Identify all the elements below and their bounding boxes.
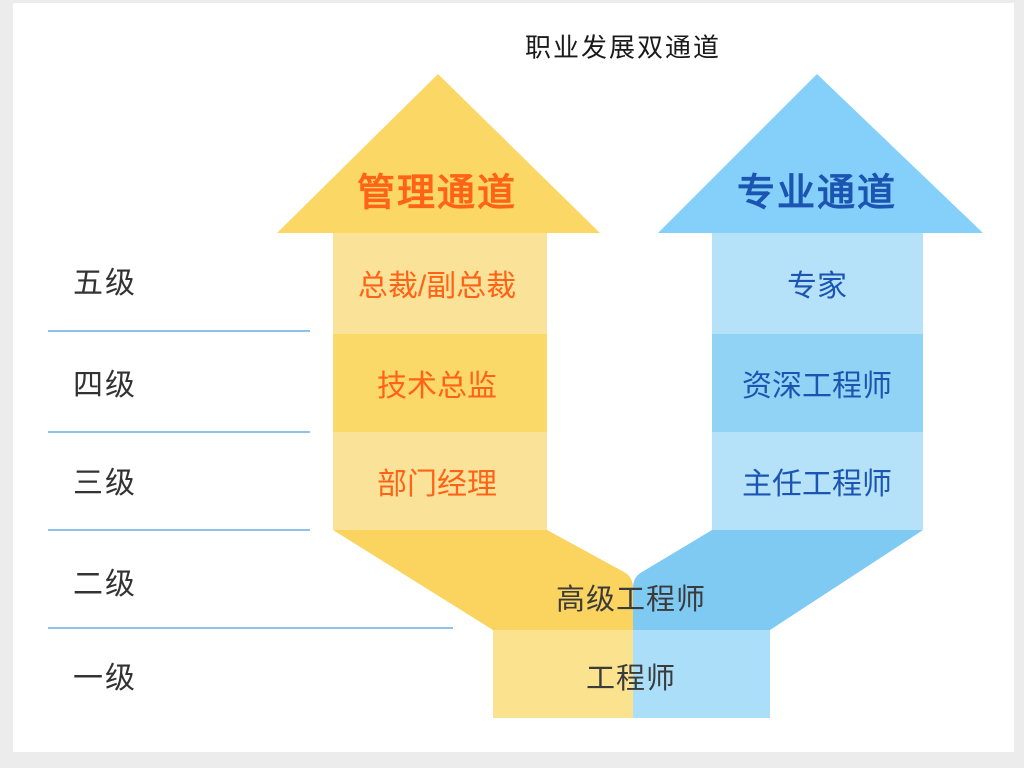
professional-role-level5: 专家 xyxy=(787,270,847,303)
management-box-level1 xyxy=(493,630,633,718)
management-arrow-head-icon xyxy=(277,74,600,233)
professional-role-level4: 资深工程师 xyxy=(742,370,892,403)
level-divider xyxy=(48,431,310,433)
level-divider xyxy=(48,330,310,332)
professional-role-level3: 主任工程师 xyxy=(742,468,892,501)
level-label-3: 三级 xyxy=(73,467,137,500)
professional-band-level4 xyxy=(712,334,923,432)
professional-channel-title: 专业通道 xyxy=(736,172,898,215)
professional-arrow-head-icon xyxy=(658,74,983,233)
level-label-2: 二级 xyxy=(73,568,137,601)
management-band-level3 xyxy=(333,432,547,530)
management-band-level5 xyxy=(333,233,547,334)
management-bend-level2 xyxy=(333,530,633,630)
shared-role-level2: 高级工程师 xyxy=(555,584,707,616)
level-divider xyxy=(48,627,453,629)
professional-band-level3 xyxy=(712,432,923,530)
shared-role-level1: 工程师 xyxy=(585,663,677,695)
professional-bend-level2 xyxy=(633,530,923,630)
management-role-level5: 总裁/副总裁 xyxy=(357,270,517,303)
professional-band-level5 xyxy=(712,233,923,334)
level-divider xyxy=(48,529,310,531)
management-role-level4: 技术总监 xyxy=(377,370,497,403)
page-title: 职业发展双通道 xyxy=(524,32,722,63)
professional-box-level1 xyxy=(633,630,770,718)
management-role-level3: 部门经理 xyxy=(377,468,497,501)
level-label-4: 四级 xyxy=(73,369,137,402)
management-channel-title: 管理通道 xyxy=(356,172,518,215)
management-band-level4 xyxy=(333,334,547,432)
level-label-1: 一级 xyxy=(73,662,137,695)
level-label-5: 五级 xyxy=(73,267,137,300)
